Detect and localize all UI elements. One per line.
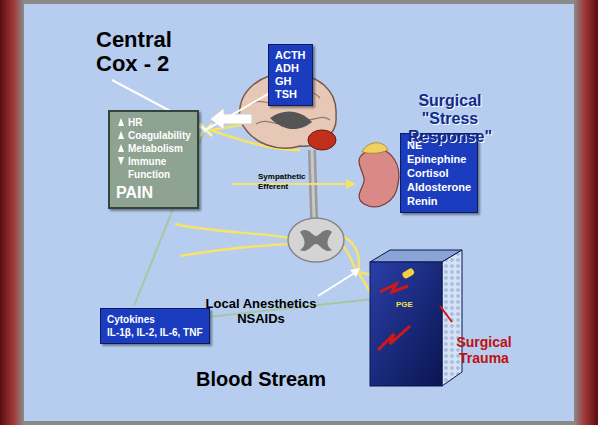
box-text: HR [116,116,191,129]
mediator-label: PGE [396,300,413,309]
heading-label: Surgical "Stress Response" [390,92,510,146]
region-label: Blood Stream [196,368,326,391]
title-label: Central Cox - 2 [96,28,206,76]
box-text: Immune Function [116,155,188,181]
hormone-box: ACTHADHGHTSH [268,44,313,106]
cytokine-box: CytokinesIL-1β, IL-2, IL-6, TNF [100,308,210,344]
box-text: Aldosterone [407,180,471,194]
drug-label: Local Anesthetics NSAIDs [196,296,326,326]
box-text: Coagulability [116,129,191,142]
box-text: IL-1β, IL-2, IL-6, TNF [107,326,203,339]
pathway-label: Sympathetic Efferent [258,172,318,192]
box-text: ADH [275,62,306,75]
box-text: TSH [275,88,306,101]
box-text: Epinephine [407,152,471,166]
box-heading: Cytokines [107,313,203,326]
trauma-label: Surgical Trauma [444,334,524,366]
effects-box: HRCoagulabilityMetabolismImmune Function… [108,110,199,209]
box-text: PAIN [116,183,191,203]
box-text: Renin [407,194,471,208]
box-text: Metabolism [116,142,191,155]
box-text: Cortisol [407,166,471,180]
box-text: ACTH [275,49,306,62]
box-text: GH [275,75,306,88]
